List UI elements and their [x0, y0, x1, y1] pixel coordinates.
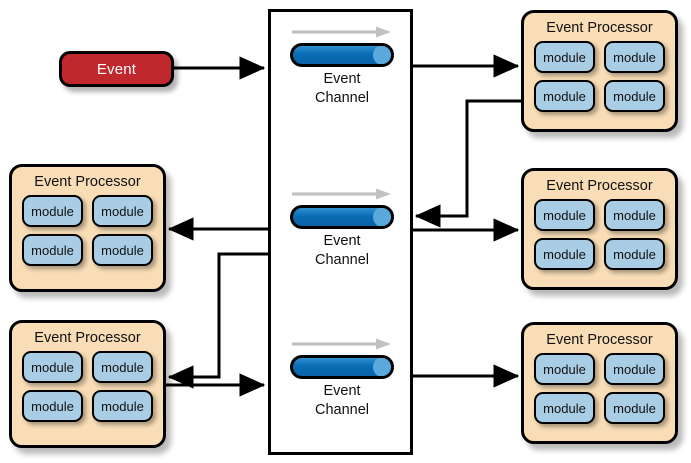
module-box[interactable]: module — [534, 41, 595, 73]
event-processor-middle-right[interactable]: Event Processor module module module mod… — [521, 168, 678, 290]
cylinder-cap — [373, 46, 391, 64]
flow-direction-arrow-icon — [292, 338, 391, 350]
channel-cylinder-icon — [290, 355, 394, 379]
module-grid: module module module module — [524, 38, 675, 120]
processor-title: Event Processor — [546, 332, 653, 348]
event-label: Event — [96, 60, 137, 78]
channel-label-line1: Event — [323, 71, 361, 87]
module-box[interactable]: module — [22, 390, 83, 422]
channel-cylinder-icon — [290, 205, 394, 229]
module-box[interactable]: module — [534, 238, 595, 270]
module-box[interactable]: module — [22, 351, 83, 383]
channel-label-line1: Event — [323, 233, 361, 249]
event-channel-2[interactable]: Event Channel — [268, 188, 413, 283]
channel-cylinder-icon — [290, 43, 394, 67]
module-box[interactable]: module — [604, 199, 665, 231]
module-box[interactable]: module — [534, 392, 595, 424]
event-processor-bottom-right[interactable]: Event Processor module module module mod… — [521, 322, 678, 444]
flow-direction-arrow-icon — [292, 188, 391, 200]
module-box[interactable]: module — [604, 41, 665, 73]
module-grid: module module module module — [524, 350, 675, 432]
module-box[interactable]: module — [604, 80, 665, 112]
channel-label-line2: Channel — [314, 402, 369, 418]
event-channel-1[interactable]: Event Channel — [268, 26, 413, 121]
event-channel-2-label: Event Channel — [268, 232, 416, 270]
channel-label-line2: Channel — [314, 90, 369, 106]
processor-title: Event Processor — [34, 174, 141, 190]
wire-channel2-to-proc-bottom-left — [167, 252, 268, 389]
cylinder-cap — [373, 208, 391, 226]
cylinder-cap — [373, 358, 391, 376]
channel-label-line1: Event — [323, 383, 361, 399]
event-channel-1-label: Event Channel — [268, 70, 416, 108]
module-box[interactable]: module — [92, 390, 153, 422]
event-box[interactable]: Event — [59, 51, 174, 87]
flow-direction-arrow-icon — [292, 26, 391, 38]
module-box[interactable]: module — [604, 392, 665, 424]
module-box[interactable]: module — [604, 238, 665, 270]
event-channel-3[interactable]: Event Channel — [268, 338, 413, 433]
wire-proc-top-right-to-channel2 — [414, 99, 522, 228]
processor-title: Event Processor — [546, 20, 653, 36]
module-box[interactable]: module — [92, 351, 153, 383]
event-channel-container — [268, 9, 413, 455]
event-processor-middle-left[interactable]: Event Processor module module module mod… — [9, 164, 166, 292]
event-channel-3-label: Event Channel — [268, 382, 416, 420]
module-box[interactable]: module — [92, 195, 153, 227]
module-box[interactable]: module — [22, 234, 83, 266]
module-grid: module module module module — [524, 196, 675, 278]
event-processor-bottom-left[interactable]: Event Processor module module module mod… — [9, 320, 166, 448]
module-box[interactable]: module — [534, 353, 595, 385]
channel-label-line2: Channel — [314, 252, 369, 268]
module-box[interactable]: module — [604, 353, 665, 385]
module-box[interactable]: module — [534, 199, 595, 231]
module-box[interactable]: module — [92, 234, 153, 266]
processor-title: Event Processor — [546, 178, 653, 194]
module-grid: module module module module — [12, 348, 163, 430]
module-grid: module module module module — [12, 192, 163, 274]
module-box[interactable]: module — [534, 80, 595, 112]
processor-title: Event Processor — [34, 330, 141, 346]
event-processor-top-right[interactable]: Event Processor module module module mod… — [521, 10, 678, 132]
module-box[interactable]: module — [22, 195, 83, 227]
